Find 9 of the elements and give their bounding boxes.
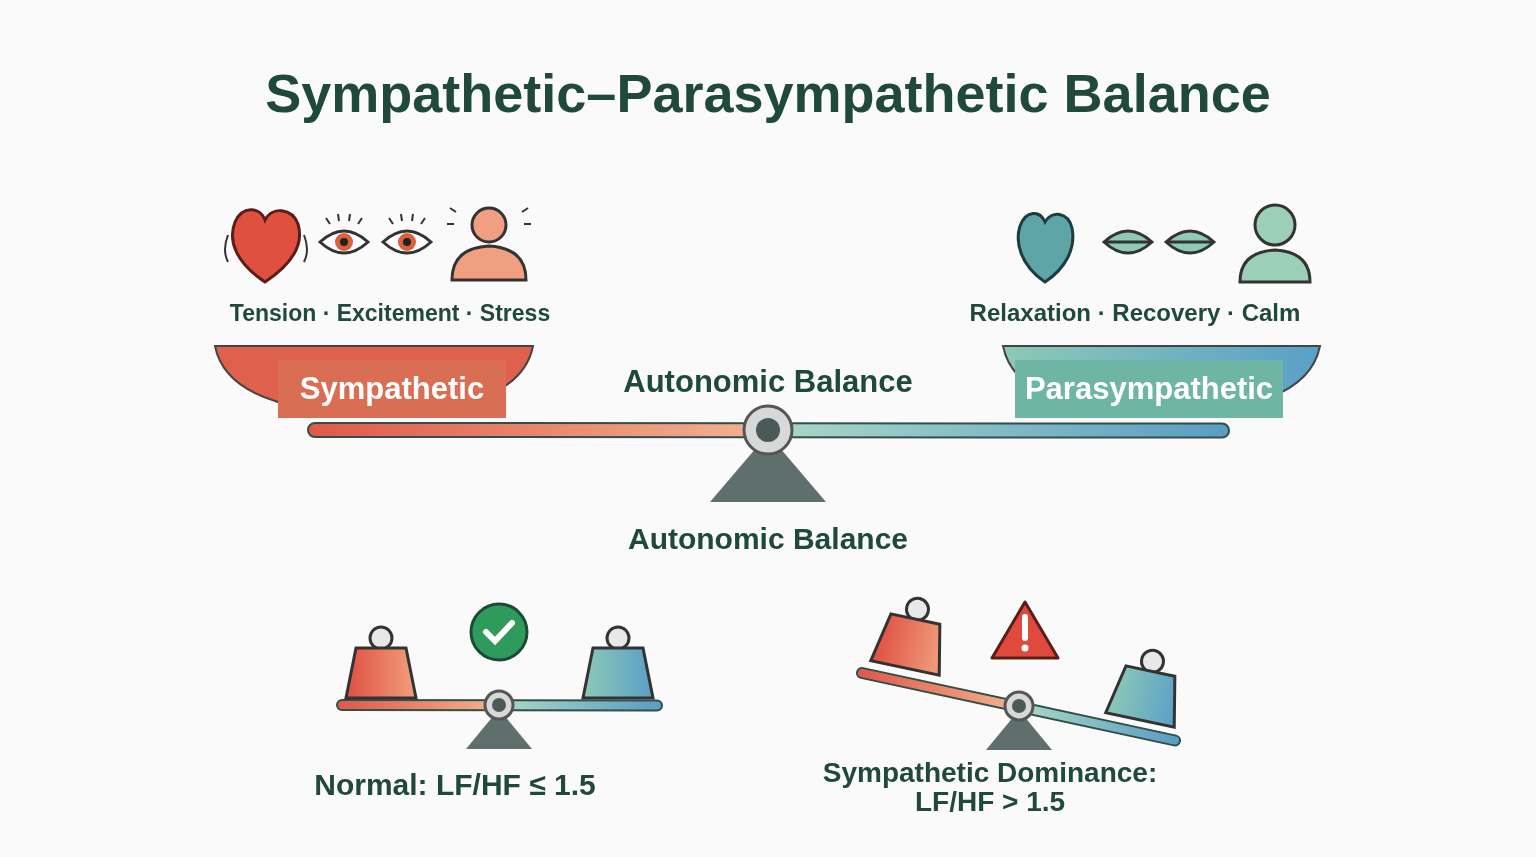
heading: Autonomic Balance xyxy=(622,364,914,400)
caption: Tension · Excitement · Stress xyxy=(228,300,552,327)
title: Sympathetic–Parasympathetic Balance xyxy=(264,62,1272,124)
caption: Relaxation · Recovery · Calm xyxy=(968,299,1302,327)
result-label: Normal: LF/HF ≤ 1.5 xyxy=(313,768,597,802)
heading: Autonomic Balance xyxy=(626,522,910,556)
label-band: Parasympathetic xyxy=(1015,360,1283,418)
label-band: Sympathetic xyxy=(278,360,506,418)
result-label: Sympathetic Dominance: LF/HF > 1.5 xyxy=(821,758,1159,817)
